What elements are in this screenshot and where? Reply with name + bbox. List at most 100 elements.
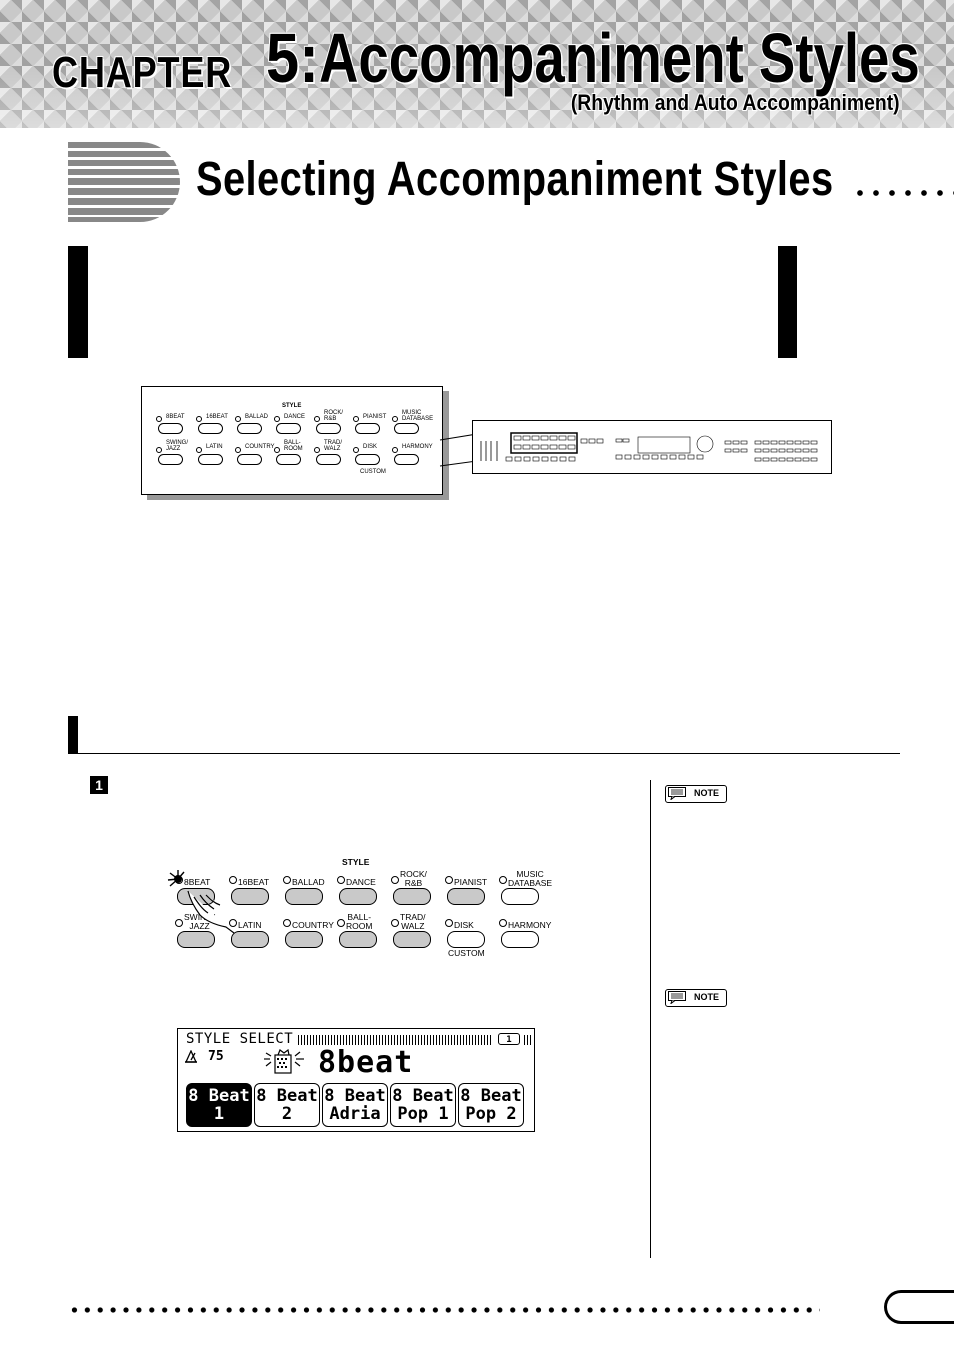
intro-bar-left	[68, 246, 88, 358]
style-button-label: LATIN	[206, 444, 223, 450]
style-led	[353, 416, 359, 422]
style-led	[499, 919, 507, 927]
style-button[interactable]	[355, 423, 380, 434]
style-button[interactable]	[231, 888, 269, 905]
style-animation-icon	[264, 1049, 304, 1074]
style-button[interactable]	[339, 931, 377, 948]
subheading-marker	[68, 716, 78, 754]
lcd-style-tab[interactable]: 8 Beat 2	[254, 1083, 320, 1127]
style-led	[391, 876, 399, 884]
style-button-label: ROCK/ R&B	[400, 869, 427, 888]
lcd-style-tab[interactable]: 8 Beat Pop 1	[390, 1083, 456, 1127]
style-led	[445, 876, 453, 884]
note-badge-2: NOTE	[665, 989, 727, 1007]
note-label: NOTE	[694, 788, 720, 798]
style-led	[353, 447, 359, 453]
style-button[interactable]	[501, 931, 539, 948]
style-led	[314, 416, 320, 422]
chapter-word: CHAPTER	[52, 48, 233, 97]
style-button-label: HARMONY	[402, 444, 433, 450]
style-led	[229, 876, 237, 884]
style-button-label: BALL- ROOM	[346, 912, 373, 931]
style-button-label: MUSIC DATABASE	[508, 869, 553, 888]
panel-heading: STYLE	[282, 403, 302, 409]
style-button-label: TRAD/ WALZ	[324, 440, 342, 452]
style-led	[499, 876, 507, 884]
style-button-label: TRAD/ WALZ	[400, 912, 426, 931]
header-fade	[0, 0, 954, 128]
style-button[interactable]	[237, 454, 262, 465]
style-led	[235, 447, 241, 453]
metronome-icon	[184, 1050, 198, 1063]
speech-bubble-icon	[668, 991, 686, 1004]
style-button[interactable]	[158, 454, 183, 465]
section-title: Selecting Accompaniment Styles	[196, 153, 834, 206]
style-button-label: COUNTRY	[292, 920, 334, 930]
style-button[interactable]	[158, 423, 183, 434]
style-button-label: LATIN	[238, 920, 262, 930]
style-button-label: SWING/ JAZZ	[166, 440, 188, 452]
subheading-rule	[78, 753, 900, 754]
style-led	[391, 919, 399, 927]
style-led	[445, 919, 453, 927]
style-led	[229, 919, 237, 927]
chapter-subtitle: (Rhythm and Auto Accompaniment)	[571, 90, 900, 115]
style-led	[283, 919, 291, 927]
chapter-heading: CHAPTER 5: Accompaniment Styles	[52, 18, 954, 98]
step-number-badge: 1	[90, 776, 108, 794]
style-button[interactable]	[447, 888, 485, 905]
chapter-number: 5:	[266, 19, 320, 97]
style-led	[156, 447, 162, 453]
style-button[interactable]	[237, 423, 262, 434]
style-button[interactable]	[393, 931, 431, 948]
style-button[interactable]	[177, 931, 215, 948]
style-button[interactable]	[394, 423, 419, 434]
chapter-title: Accompaniment Styles	[318, 19, 920, 97]
style-button[interactable]	[285, 931, 323, 948]
style-button[interactable]	[501, 888, 539, 905]
style-button-label: BALLAD	[245, 414, 269, 420]
style-led	[283, 876, 291, 884]
style-button[interactable]	[285, 888, 323, 905]
style-button[interactable]	[394, 454, 419, 465]
lcd-title-bar-end	[524, 1035, 532, 1045]
style-button-label: DANCE	[346, 877, 376, 887]
instrument-panel-lineart	[480, 432, 818, 462]
big-panel-heading: STYLE	[342, 857, 370, 867]
footer-dot-rule	[68, 1306, 820, 1314]
style-button[interactable]	[316, 454, 341, 465]
lcd-tempo: 75	[208, 1049, 224, 1064]
lcd-style-name: 8beat	[318, 1045, 414, 1080]
style-button-label: HARMONY	[508, 920, 552, 930]
style-button[interactable]	[355, 454, 380, 465]
style-button[interactable]	[276, 454, 301, 465]
style-led	[196, 416, 202, 422]
style-button[interactable]	[447, 931, 485, 948]
disk-custom-label: CUSTOM	[360, 469, 386, 475]
style-button[interactable]	[316, 423, 341, 434]
style-button-label: 8BEAT	[166, 414, 185, 420]
style-button-label: 8BEAT	[184, 877, 211, 887]
lcd-style-tab[interactable]: 8 Beat 1	[186, 1083, 252, 1127]
style-button[interactable]	[339, 888, 377, 905]
style-button[interactable]	[276, 423, 301, 434]
style-button[interactable]	[231, 931, 269, 948]
note-badge-1: NOTE	[665, 785, 727, 803]
style-button-label: 16BEAT	[206, 414, 228, 420]
lcd-style-tab[interactable]: 8 Beat Adria	[322, 1083, 388, 1127]
style-button[interactable]	[198, 423, 223, 434]
style-button[interactable]	[393, 888, 431, 905]
lcd-style-tab[interactable]: 8 Beat Pop 2	[458, 1083, 524, 1127]
style-led	[235, 416, 241, 422]
style-led	[274, 447, 280, 453]
pressing-hand-icon	[167, 870, 235, 934]
style-button[interactable]	[198, 454, 223, 465]
lcd-title: STYLE SELECT	[186, 1031, 294, 1047]
style-led	[175, 919, 183, 927]
style-button-label: PIANIST	[454, 877, 488, 887]
style-led	[196, 447, 202, 453]
style-led	[337, 876, 345, 884]
